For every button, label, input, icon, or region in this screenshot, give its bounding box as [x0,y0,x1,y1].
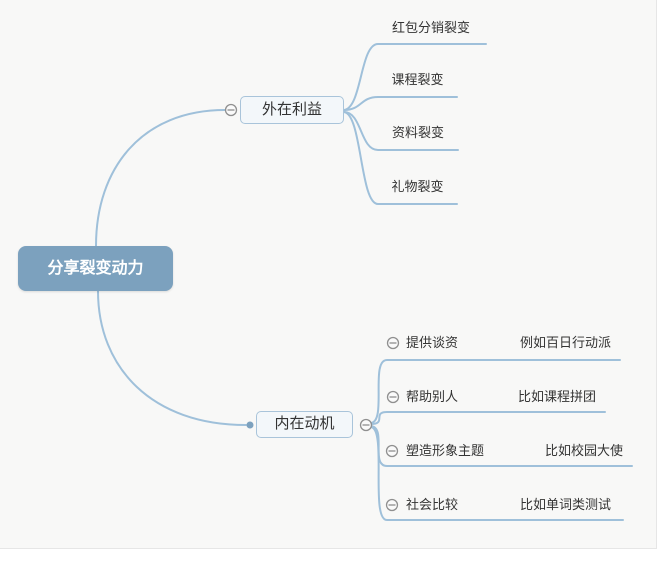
connector-leaf [343,111,459,151]
subtopic-social-comparison[interactable]: 社会比较 [406,497,459,512]
note-image-building-example[interactable]: 比如校园大使 [545,443,624,458]
collapse-icon[interactable] [386,390,400,404]
leaf-topic-material-fission[interactable]: 资料裂变 [391,125,444,140]
connector-leaf [343,96,458,111]
root-topic[interactable]: 分享裂变动力 [18,246,173,291]
collapse-icon[interactable] [386,336,400,350]
connector-root-inner [97,290,247,426]
leaf-topic-red-packet-fission[interactable]: 红包分销裂变 [391,20,470,35]
subtopic-helping-others[interactable]: 帮助别人 [406,389,459,404]
connector-subtopic [370,359,621,424]
branch-topic-outer-benefit[interactable]: 外在利益 [240,96,344,124]
subtopic-image-building[interactable]: 塑造形象主题 [406,443,485,458]
subtopic-talking-points[interactable]: 提供谈资 [406,335,459,350]
connector-subtopic [370,411,606,425]
connector-leaf [343,43,487,111]
branch-anchor-dot [246,421,254,429]
note-social-comparison-example[interactable]: 比如单词类测试 [520,497,612,512]
note-talking-points-example[interactable]: 例如百日行动派 [520,335,612,350]
leaf-topic-gift-fission[interactable]: 礼物裂变 [391,179,444,194]
collapse-icon[interactable] [359,418,373,432]
connector-subtopic [370,426,624,521]
leaf-topic-course-fission[interactable]: 课程裂变 [391,72,444,87]
collapse-icon[interactable] [224,103,238,117]
collapse-icon[interactable] [385,498,399,512]
note-helping-others-example[interactable]: 比如课程拼团 [518,389,597,404]
connector-root-outer [95,109,226,247]
collapse-icon[interactable] [385,444,399,458]
branch-topic-inner-motivation[interactable]: 内在动机 [256,411,353,438]
connector-leaf [343,111,458,205]
